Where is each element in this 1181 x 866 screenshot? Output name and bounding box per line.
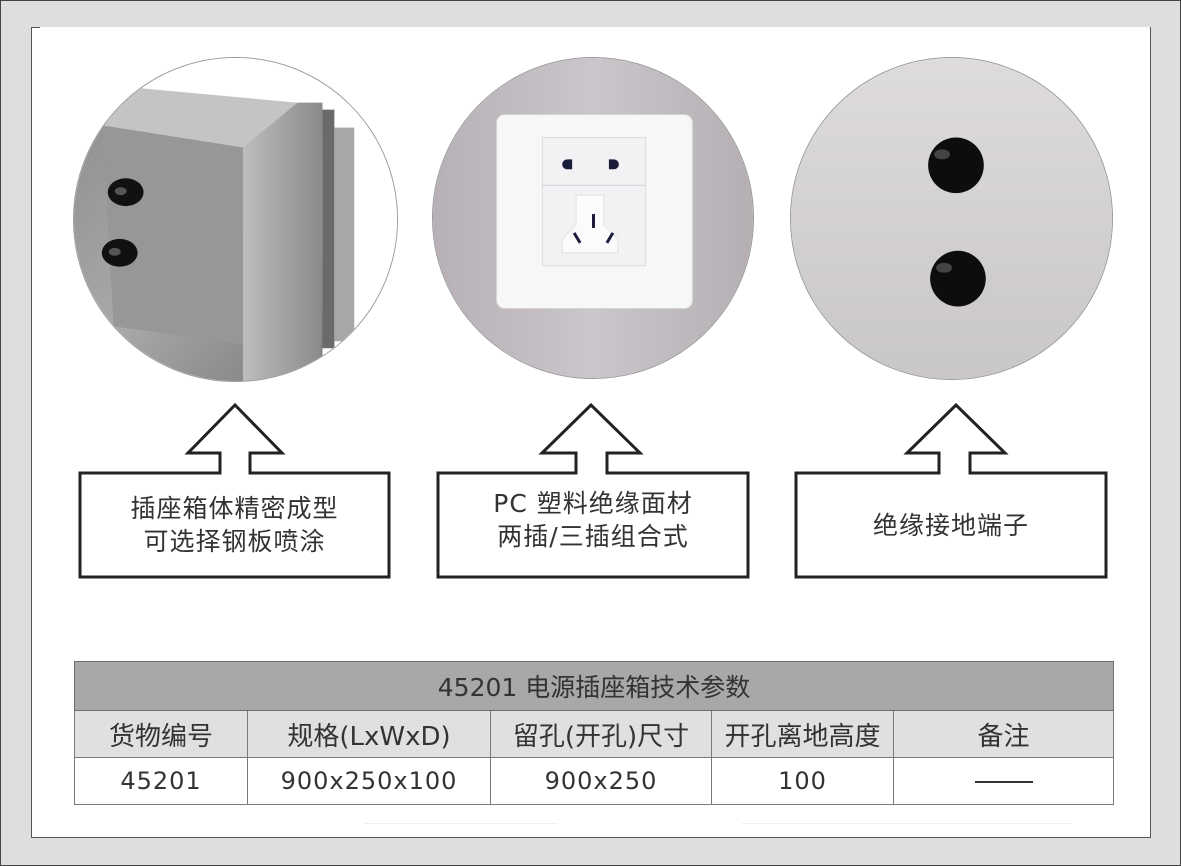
table-title: 45201 电源插座箱技术参数 bbox=[73, 661, 1115, 711]
callout-line: 可选择钢板喷涂 bbox=[143, 527, 326, 556]
header-remarks: 备注 bbox=[892, 710, 1115, 758]
callout-line: 绝缘接地端子 bbox=[872, 511, 1029, 540]
callout-socket-panel: PC 塑料绝缘面材 两插/三插组合式 bbox=[436, 403, 750, 579]
up-arrow-callout-shape bbox=[794, 403, 1108, 579]
up-arrow-callout-shape bbox=[78, 403, 391, 579]
up-arrow-callout-shape bbox=[436, 403, 750, 579]
spec-table: 45201 电源插座箱技术参数 货物编号 规格(LxWxD) 留孔(开孔)尺寸 … bbox=[73, 661, 1115, 805]
callout-line: 插座箱体精密成型 bbox=[130, 494, 339, 523]
socket-panel-image bbox=[433, 58, 753, 378]
cell-dimensions: 900x250x100 bbox=[247, 757, 491, 805]
cell-item-number: 45201 bbox=[74, 757, 248, 805]
dash-remark bbox=[974, 781, 1033, 783]
photo-socket-panel bbox=[432, 57, 754, 379]
steel-box-image bbox=[74, 58, 397, 381]
header-item-number: 货物编号 bbox=[74, 710, 248, 758]
table-row: 45201 900x250x100 900x250 100 bbox=[74, 757, 1115, 805]
callout-text-ground-terminals: 绝缘接地端子 bbox=[794, 509, 1108, 542]
callout-line: 两插/三插组合式 bbox=[497, 522, 689, 551]
decorative-line bbox=[364, 823, 558, 824]
cell-remarks bbox=[892, 757, 1115, 805]
table-title-row: 45201 电源插座箱技术参数 bbox=[73, 661, 1115, 711]
table-header-row: 货物编号 规格(LxWxD) 留孔(开孔)尺寸 开孔离地高度 备注 bbox=[74, 710, 1115, 758]
header-dimensions: 规格(LxWxD) bbox=[247, 710, 491, 758]
header-cutout-size: 留孔(开孔)尺寸 bbox=[490, 710, 712, 758]
header-cutout-height: 开孔离地高度 bbox=[711, 710, 894, 758]
callout-text-box-body: 插座箱体精密成型 可选择钢板喷涂 bbox=[78, 492, 391, 558]
cell-cutout-size: 900x250 bbox=[490, 757, 712, 805]
frame-corner bbox=[31, 27, 40, 28]
callout-box-body: 插座箱体精密成型 可选择钢板喷涂 bbox=[78, 403, 391, 579]
decorative-line bbox=[742, 823, 1072, 824]
callout-line: PC 塑料绝缘面材 bbox=[493, 489, 693, 518]
photo-box-body bbox=[73, 57, 398, 382]
callout-text-socket-panel: PC 塑料绝缘面材 两插/三插组合式 bbox=[436, 487, 750, 553]
cell-cutout-height: 100 bbox=[711, 757, 894, 805]
ground-terminals-image bbox=[791, 58, 1112, 379]
photo-ground-terminals bbox=[790, 57, 1113, 380]
callout-ground-terminals: 绝缘接地端子 bbox=[794, 403, 1108, 579]
